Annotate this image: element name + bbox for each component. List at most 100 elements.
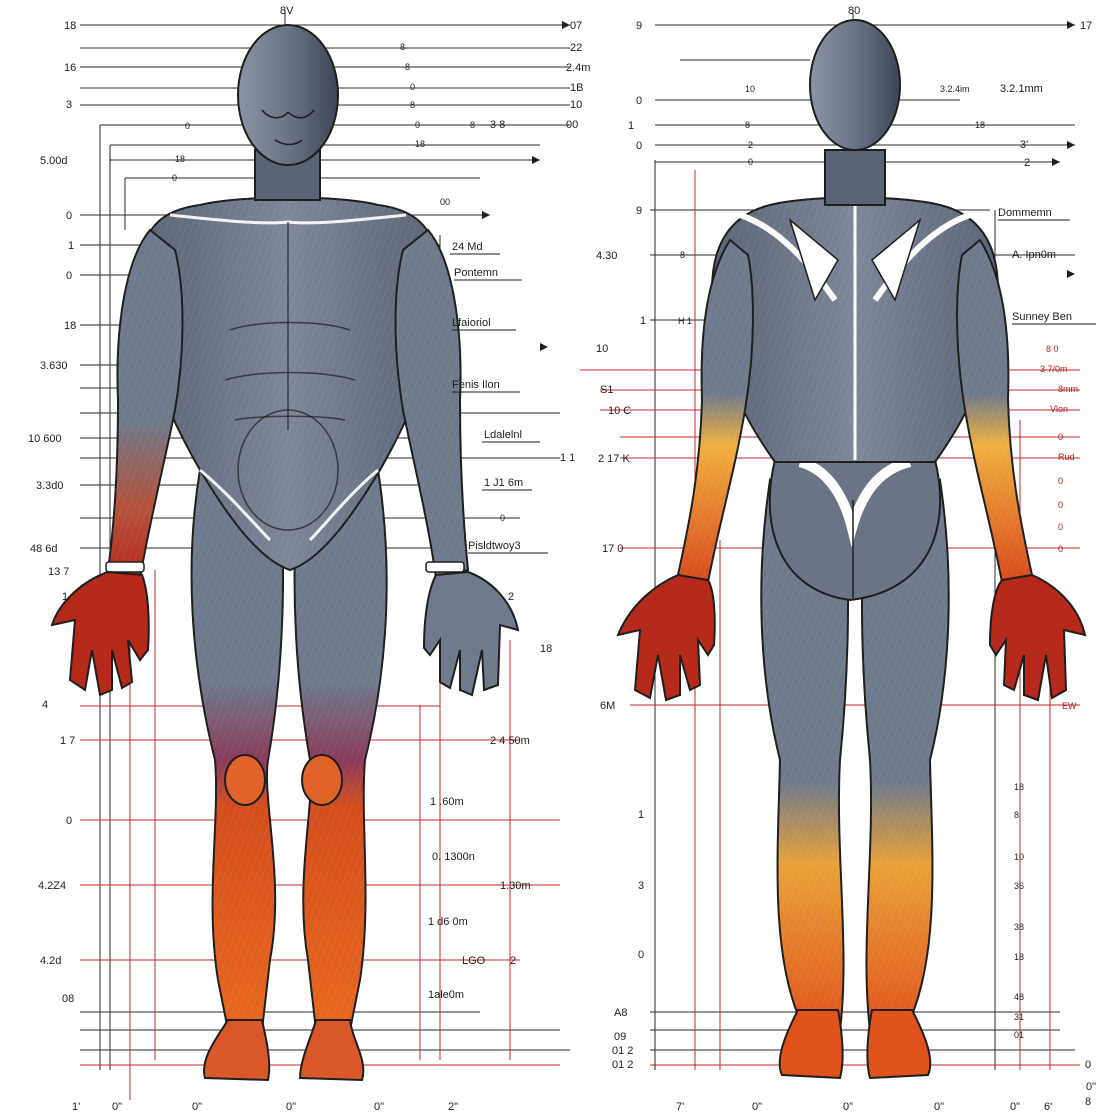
back-guide-label: 8 [745,120,750,130]
back-measure-label: 3 7/0m [1040,364,1068,374]
front-left-label: 18 [64,320,76,332]
front-right-label: 22 [570,42,582,54]
back-left-label: A8 [614,1007,627,1019]
back-right-label: 3' [1020,139,1028,151]
back-left-label: 01 2 [612,1045,633,1057]
back-measure-label: 8 0 [1046,344,1059,354]
back-right-label: 3.2.1mm [1000,83,1043,95]
front-right-label: 10 [570,99,582,111]
front-left-label: 3.630 [40,360,68,372]
back-left-label: 01 2 [612,1059,633,1071]
front-right-label: 18 [540,643,552,655]
front-top-label: 8V [280,5,294,17]
back-right-label: 17 [1080,20,1092,32]
back-left-label: 6M [600,700,615,712]
back-measure-label: 8 [1014,810,1019,820]
front-guide-label: 0 [172,173,177,183]
front-left-label: 1 [62,591,68,603]
front-right-foot [300,1020,363,1080]
back-left-label: 1 [628,120,634,132]
front-left-label: 1 7 [60,735,75,747]
front-guide-label: 0 [500,513,505,523]
front-left-label: 0 [66,815,72,827]
back-top-label: 80 [848,5,860,17]
back-left-label: 9 [636,205,642,217]
back-left-label: 10 [596,343,608,355]
back-left-label: 09 [614,1031,626,1043]
front-left-label: 5.00d [40,155,68,167]
front-guide-label: 18 [415,139,425,149]
back-bottom-label: 7' [676,1101,684,1113]
front-guide-label: 8 [410,100,415,110]
back-left-label: 17 0 [602,543,623,555]
back-measure-label: 18 [1014,782,1024,792]
back-right-label: 0 [1085,1059,1091,1071]
front-bottom-label: 0" [192,1101,202,1113]
back-right-label: 2 [1024,157,1030,169]
back-guide-label: H 1 [678,316,692,326]
front-callout-boxes [450,254,548,553]
front-bottom-label: 1' [72,1101,80,1113]
back-callout-boxes [998,220,1096,324]
front-right-label: 2 [508,591,514,603]
front-right-label: 1 1 [560,452,575,464]
front-guide-label: 18 [175,154,185,164]
back-left-label: 1 [638,809,644,821]
front-measure-label: LGO [462,955,486,967]
front-measure-label: 1 .60m [430,796,464,808]
front-left-kneecap [225,755,265,805]
front-left-label: 4 [42,699,48,711]
back-right-heel [867,1010,930,1078]
back-left-heel [780,1010,843,1078]
front-bottom-label: 0" [374,1101,384,1113]
front-left-label: 3 [66,99,72,111]
back-guide-label: 18 [975,120,985,130]
front-measure-label: 2 4 50m [490,735,530,747]
back-measure-label: 38 [1014,922,1024,932]
back-bottom-label: 6' [1044,1101,1052,1113]
front-left-label: 10 600 [28,433,62,445]
back-box-label: A. Ipn0m [1012,249,1056,261]
back-measure-label: 0 [1058,476,1063,486]
back-guide-label: 10 [745,84,755,94]
back-measure-label: 48 [1014,992,1024,1002]
back-measure-label: 0 [1058,522,1063,532]
back-measure-label: 8mm [1058,384,1078,394]
back-measure-label: 36 [1014,881,1024,891]
back-left-hand [618,575,715,700]
front-left-label: 4.2Z4 [38,880,66,892]
back-guide-label: 0 [748,157,753,167]
back-bottom-label: 0" [934,1101,944,1113]
back-left-label: 4.30 [596,250,617,262]
back-right-hand [990,575,1085,700]
front-right-label: 1B [570,82,583,94]
front-measure-label: 0. 1300n [432,851,475,863]
front-bottom-label: 0" [286,1101,296,1113]
front-measure-label: 1.30m [500,880,531,892]
front-box-label: 24 Md [452,241,483,253]
front-view [52,10,570,1100]
front-bottom-label: 0" [112,1101,122,1113]
back-left-label: 0 [638,949,644,961]
back-bottom-label: 0" [1010,1101,1020,1113]
front-measure-label: 2 [510,955,516,967]
front-box-label: Lfaioriol [452,317,491,329]
front-box-label: Ldalelnl [484,429,522,441]
back-left-label: S1 [600,384,613,396]
back-left-label: 0 [636,140,642,152]
front-left-label: 0 [66,270,72,282]
back-measure-label: 01 [1014,1030,1024,1040]
back-left-label: 1 [640,315,646,327]
front-box-label: 1 J1 6m [484,477,523,489]
front-left-label: 1 [68,240,74,252]
front-bottom-label: 2" [448,1101,458,1113]
back-measure-label: 0 [1058,500,1063,510]
front-guide-label: 8 [405,62,410,72]
back-box-label: Dommemn [998,207,1052,219]
front-box-label: Pontemn [454,267,498,279]
front-left-label: 0 [66,210,72,222]
back-box-label: Sunney Ben [1012,311,1072,323]
back-guide-label: 2 [748,140,753,150]
back-left-label: 0 [636,95,642,107]
